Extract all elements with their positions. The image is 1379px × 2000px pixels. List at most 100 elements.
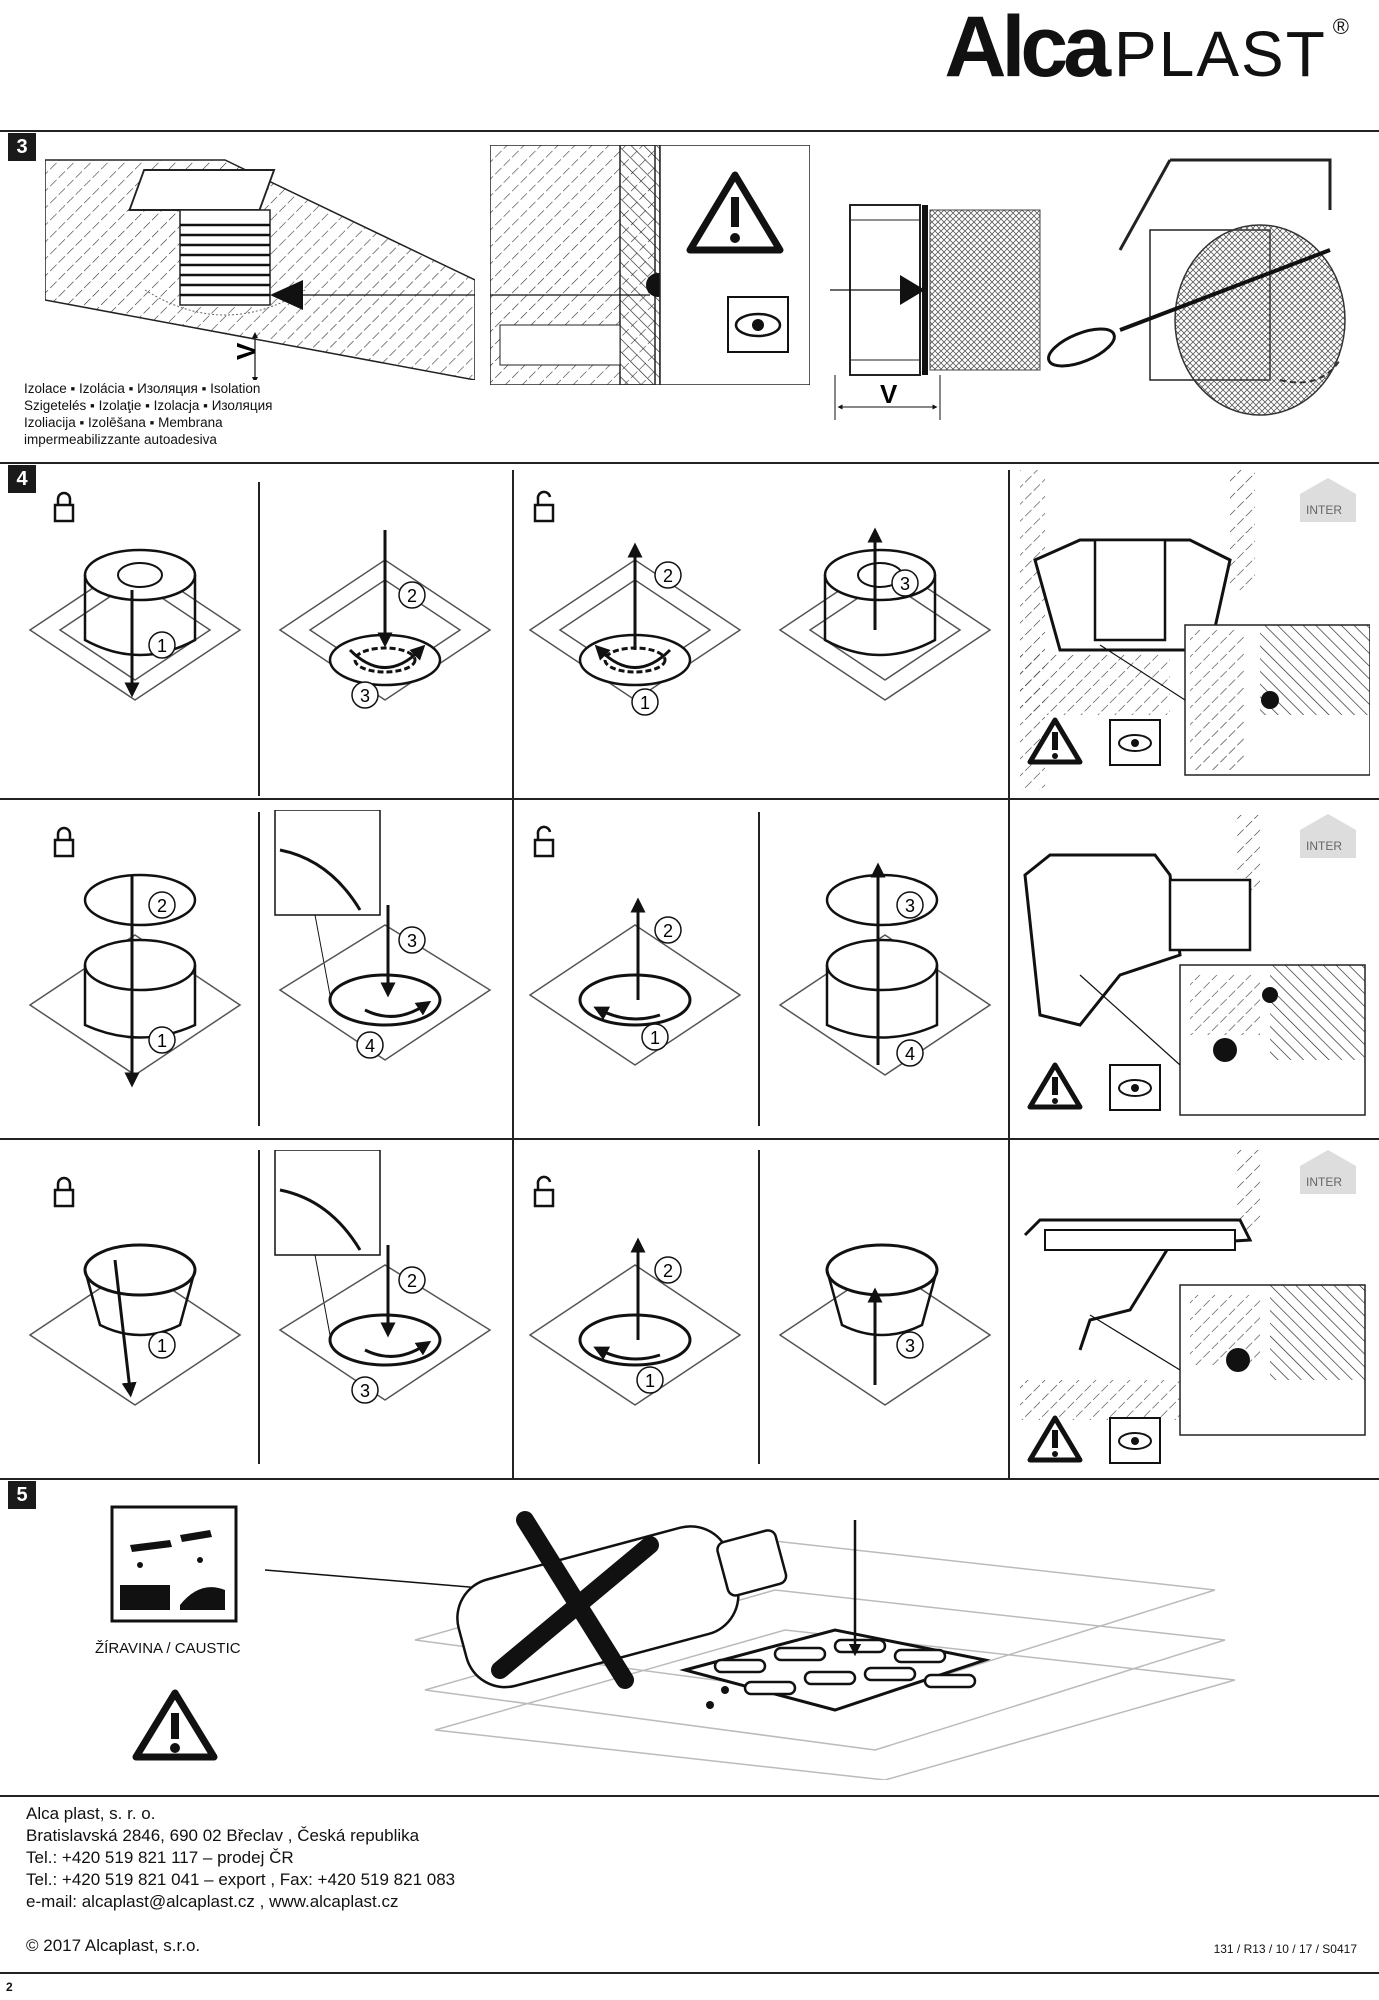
step-panel-unlock: 2 1 xyxy=(528,490,742,716)
company-name: Alca plast, s. r. o. xyxy=(26,1804,156,1823)
inter-badge: INTER xyxy=(1300,814,1356,858)
step-panel-insert: 2 3 xyxy=(278,530,492,709)
column-divider xyxy=(258,1150,260,1464)
unlock-icon xyxy=(533,1175,555,1208)
footer-divider xyxy=(0,1795,1379,1797)
step-number: 1 xyxy=(640,693,650,713)
step-panel-remove: 3 4 xyxy=(778,862,992,1076)
isolation-line: impermeabilizzante autoadesiva xyxy=(24,432,217,447)
step-number: 1 xyxy=(645,1371,655,1391)
row-divider xyxy=(0,1138,1379,1140)
warning-icon xyxy=(1027,1062,1083,1110)
dimension-v-label: V xyxy=(880,379,898,409)
trap-cross-section-detail xyxy=(1023,815,1366,1116)
isolation-line: Szigetelés ▪ Izolaţie ▪ Izolacja ▪ Изоля… xyxy=(24,398,273,413)
section-divider xyxy=(0,130,1379,132)
copyright: © 2017 Alcaplast, s.r.o. xyxy=(26,1936,201,1955)
document-code: 131 / R13 / 10 / 17 / S0417 xyxy=(1213,1942,1357,1956)
step-number: 4 xyxy=(365,1036,375,1056)
step-number: 3 xyxy=(905,896,915,916)
column-divider xyxy=(758,1150,760,1464)
section-divider xyxy=(0,462,1379,464)
step-number: 2 xyxy=(407,1271,417,1291)
column-divider xyxy=(1008,800,1010,1138)
section-divider xyxy=(0,1478,1379,1480)
warning-icon xyxy=(1027,1415,1083,1463)
inter-label: INTER xyxy=(1306,503,1342,517)
pipe-dimension-illustration: V xyxy=(830,204,1041,420)
inter-badge: INTER xyxy=(1300,478,1356,522)
logo-wordmark-light: PLAST xyxy=(1114,18,1327,90)
step-panel-lock: 1 xyxy=(28,1176,242,1406)
step-number: 3 xyxy=(360,686,370,706)
company-address: Bratislavská 2846, 690 02 Břeclav , Česk… xyxy=(26,1826,420,1845)
section-number: 3 xyxy=(8,133,36,161)
dimension-v-label: V xyxy=(231,342,261,360)
step-number: 4 xyxy=(905,1044,915,1064)
lock-icon xyxy=(53,1176,75,1208)
caustic-label: ŽÍRAVINA / CAUSTIC xyxy=(95,1640,241,1657)
isolation-line: Izolace ▪ Izolácia ▪ Изоляция ▪ Isolatio… xyxy=(24,381,261,396)
no-caustic-cleaner-illustration xyxy=(264,1511,1236,1780)
footer-bottom-divider xyxy=(0,1972,1379,1974)
isolation-caption: Izolace ▪ Izolácia ▪ Изоляция ▪ Isolatio… xyxy=(24,380,294,448)
step-number: 3 xyxy=(360,1381,370,1401)
step-number: 3 xyxy=(900,574,910,594)
column-divider xyxy=(1008,1140,1010,1478)
warning-icon xyxy=(132,1689,218,1761)
inter-badge: INTER xyxy=(1300,1150,1356,1194)
step-number: 1 xyxy=(650,1028,660,1048)
step-number: 3 xyxy=(407,931,417,951)
lock-icon xyxy=(53,826,75,858)
page-number: 2 xyxy=(6,1980,13,1994)
step-panel-lock: 1 xyxy=(28,491,242,701)
step-panel-insert: 3 4 xyxy=(274,810,492,1061)
row-divider xyxy=(0,798,1379,800)
step-number: 2 xyxy=(157,896,167,916)
step-number: 2 xyxy=(663,1261,673,1281)
column-divider xyxy=(512,470,514,798)
step-panel-unlock: 2 1 xyxy=(528,1175,742,1406)
step-number: 1 xyxy=(157,1031,167,1051)
step-number: 3 xyxy=(905,1336,915,1356)
eye-inspect-icon xyxy=(727,296,789,353)
step-number: 1 xyxy=(157,1336,167,1356)
trap-cross-section-detail xyxy=(1020,470,1370,790)
section-number: 4 xyxy=(8,465,36,493)
corrosive-hazard-icon xyxy=(110,1505,238,1623)
isolation-line: Izoliacija ▪ Izolēšana ▪ Membrana xyxy=(24,415,223,430)
warning-icon xyxy=(1027,717,1083,765)
section-number: 5 xyxy=(8,1481,36,1509)
column-divider xyxy=(1008,470,1010,798)
column-divider xyxy=(512,1140,514,1478)
frame-cross-section-detail xyxy=(1020,1150,1366,1464)
step-number: 1 xyxy=(157,636,167,656)
seal-cross-section xyxy=(490,145,810,385)
logo-wordmark-bold: Alca xyxy=(944,0,1111,95)
column-divider xyxy=(512,800,514,1138)
unlock-icon xyxy=(533,825,555,858)
phone-sales: Tel.: +420 519 821 117 – prodej ČR xyxy=(26,1848,294,1867)
column-divider xyxy=(258,482,260,796)
inter-label: INTER xyxy=(1306,839,1342,853)
company-info: Alca plast, s. r. o. Bratislavská 2846, … xyxy=(26,1803,455,1913)
step-panel-unlock: 2 1 xyxy=(528,825,742,1066)
step-number: 2 xyxy=(663,566,673,586)
isolation-drain-illustration: V xyxy=(45,159,475,380)
step-panel-remove: 3 xyxy=(778,527,992,701)
brand-logo: Alca PLAST ® xyxy=(944,0,1349,90)
registered-mark: ® xyxy=(1332,14,1349,39)
column-divider xyxy=(758,812,760,1126)
step-panel-remove: 3 xyxy=(778,1243,992,1406)
unlock-icon xyxy=(533,490,555,523)
inter-label: INTER xyxy=(1306,1175,1342,1189)
step-number: 2 xyxy=(663,921,673,941)
step-panel-insert: 2 3 xyxy=(274,1150,492,1404)
step-number: 2 xyxy=(407,586,417,606)
column-divider xyxy=(258,812,260,1126)
step-panel-lock: 2 1 xyxy=(28,826,242,1088)
saw-cutting-illustration xyxy=(1047,158,1346,416)
phone-export-fax: Tel.: +420 519 821 041 – export , Fax: +… xyxy=(26,1870,456,1889)
warning-icon xyxy=(686,171,784,254)
lock-icon xyxy=(53,491,75,523)
